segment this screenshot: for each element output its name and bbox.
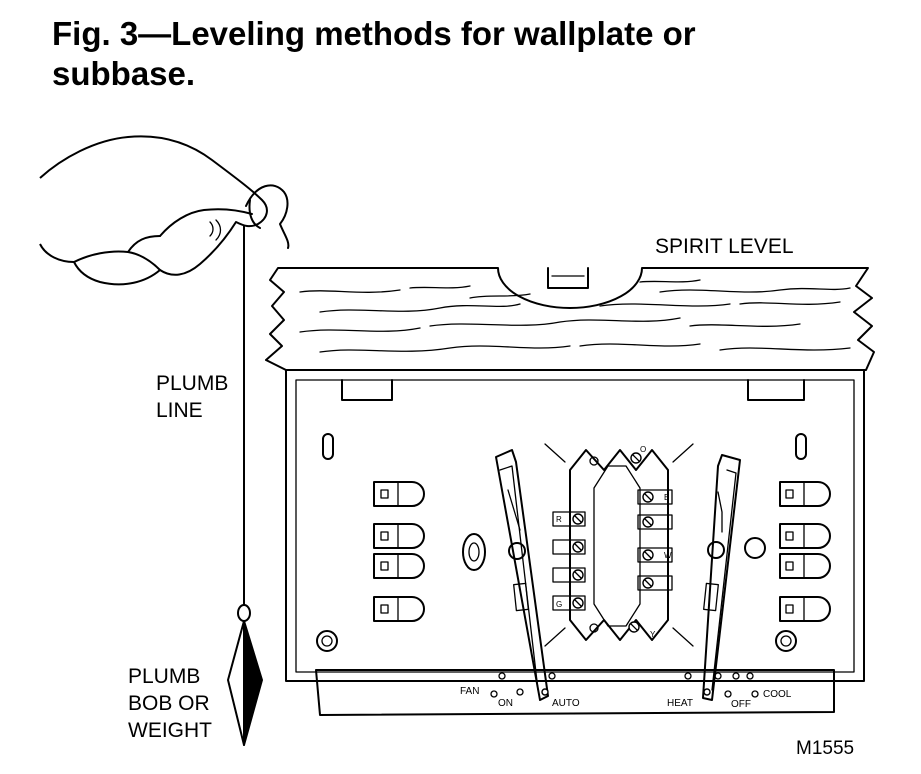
fan-label: FAN xyxy=(460,686,479,697)
clip xyxy=(373,596,425,622)
terminal-label-r: R xyxy=(556,515,562,524)
terminal-label-o: O xyxy=(640,445,646,454)
figure-title-line-1: Fig. 3—Leveling methods for wallplate or xyxy=(52,15,696,52)
clip xyxy=(373,481,425,507)
left-clips xyxy=(373,481,425,622)
clip xyxy=(779,523,831,549)
plumb-bob-label-line-2: BOB OR xyxy=(128,692,210,715)
terminal-screw xyxy=(552,567,586,583)
hand-illustration xyxy=(39,135,290,286)
clip xyxy=(779,481,831,507)
plumb-line-label: PLUMB LINE xyxy=(156,372,228,422)
terminal-label-g: G xyxy=(556,600,562,609)
right-clips xyxy=(779,481,831,622)
plumb-bob-label-line-3: WEIGHT xyxy=(128,719,212,742)
plumb-line xyxy=(237,225,251,622)
plumb-line-label-line-2: LINE xyxy=(156,399,203,422)
terminal-label-y: Y xyxy=(650,630,656,639)
spirit-level-label: SPIRIT LEVEL xyxy=(655,235,794,258)
plumb-bob xyxy=(227,620,263,746)
spirit-level xyxy=(265,267,875,371)
terminal-screw xyxy=(552,511,586,527)
system-switch-lever xyxy=(702,454,741,701)
wood-grain xyxy=(299,279,851,353)
terminal-screw xyxy=(552,595,586,611)
clip xyxy=(373,523,425,549)
clip xyxy=(779,553,831,579)
terminal-screw xyxy=(637,514,673,530)
terminal-screw xyxy=(552,539,586,555)
fan-switch-lever xyxy=(495,449,549,701)
terminal-label-w: W xyxy=(664,551,672,560)
clip xyxy=(779,596,831,622)
terminal-screw xyxy=(637,489,673,505)
terminal-block: R B W G O Y xyxy=(544,443,694,647)
wallplate: R B W G O Y xyxy=(285,369,865,716)
clip xyxy=(373,553,425,579)
figure-id: M1555 xyxy=(796,738,854,759)
cool-label: COOL xyxy=(763,689,792,700)
plumb-line-label-line-1: PLUMB xyxy=(156,372,228,395)
terminal-label-b: B xyxy=(664,493,669,502)
plumb-bob-label-line-1: PLUMB xyxy=(128,665,200,688)
plumb-bob-label: PLUMB BOB OR WEIGHT xyxy=(128,665,212,742)
off-label: OFF xyxy=(731,699,751,710)
heat-label: HEAT xyxy=(667,698,693,709)
terminal-screw xyxy=(637,547,673,563)
figure-title: Fig. 3—Leveling methods for wallplate or… xyxy=(52,14,892,94)
terminal-screw xyxy=(637,575,673,591)
figure-title-line-2: subbase. xyxy=(52,55,196,92)
switch-panel: FAN ON AUTO HEAT OFF COOL xyxy=(315,669,835,716)
fan-on-label: ON xyxy=(498,698,513,709)
fan-auto-label: AUTO xyxy=(552,698,580,709)
